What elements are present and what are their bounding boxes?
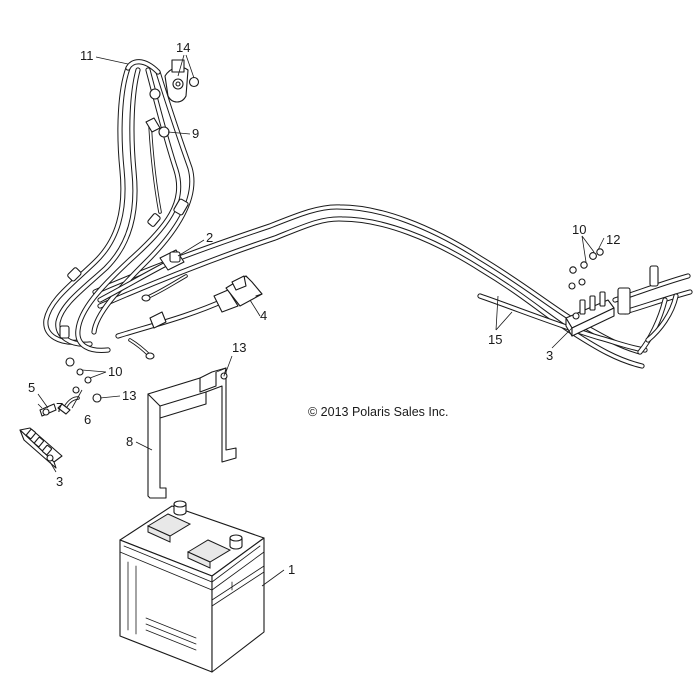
leader-3-left: [49, 461, 57, 473]
leader-2: [177, 239, 205, 257]
leader-4: [249, 299, 261, 317]
callout-3-left: 3: [56, 474, 63, 489]
callout-13-left: 13: [122, 388, 136, 403]
leader-10-left: [81, 369, 107, 379]
nut-9: [158, 126, 170, 138]
leader-6: [71, 389, 83, 409]
leader-14a: [177, 54, 185, 77]
battery-bracket-8: [147, 367, 237, 499]
connector-4: [115, 275, 263, 360]
fasteners-lower-left: [65, 357, 102, 403]
wire-9: [145, 117, 170, 214]
callout-10-right: 10: [572, 222, 586, 237]
callout-10-left: 10: [108, 364, 122, 379]
harness-connector-right: [617, 287, 631, 315]
leader-11: [95, 56, 129, 65]
harness-clips: [59, 198, 189, 339]
leader-7: [37, 403, 43, 409]
terminal-block-left: [19, 427, 63, 469]
nut-10b: [76, 368, 84, 376]
leader-12: [597, 237, 605, 251]
callout-13-bracket: 13: [232, 340, 246, 355]
copyright-notice: © 2013 Polaris Sales Inc.: [308, 405, 449, 419]
callout-1: 1: [288, 562, 295, 577]
leader-1: [261, 569, 285, 587]
nut-left-upper: [149, 88, 161, 100]
callout-2: 2: [206, 230, 213, 245]
callout-4: 4: [260, 308, 267, 323]
callout-9: 9: [192, 126, 199, 141]
harness-left-loop: [43, 59, 195, 353]
leader-8: [135, 441, 153, 451]
leader-13-bracket: [225, 355, 233, 373]
cable-harness-main: [92, 204, 648, 369]
nut-right-upper: [188, 76, 200, 88]
leader-15: [495, 295, 513, 331]
leader-13-left: [99, 395, 121, 399]
callout-7: 7: [56, 400, 63, 415]
callout-11: 11: [80, 48, 94, 63]
callout-labels: 11 14 9 2 4 10 13 5 6 7 3 13 8 1 15 3 10…: [28, 40, 620, 577]
leader-3-right: [551, 327, 573, 349]
callout-14: 14: [176, 40, 190, 55]
battery-1: [119, 500, 265, 673]
nut-10a: [65, 357, 75, 367]
upper-terminal-assembly: [149, 59, 200, 103]
leader-9: [167, 131, 191, 135]
leader-10-right: [581, 235, 595, 263]
callout-8: 8: [126, 434, 133, 449]
fuse-holder-2: [97, 249, 188, 303]
terminal-block-right: [565, 291, 615, 337]
nuts-right: [568, 248, 604, 290]
parts-5-6-7: [39, 396, 80, 417]
part-6-body: [57, 403, 71, 415]
nut-10c: [84, 376, 92, 384]
harness-right-end: [612, 265, 693, 355]
callout-6: 6: [84, 412, 91, 427]
leader-5: [37, 393, 49, 409]
bolt-13-left: [92, 393, 102, 403]
callout-5: 5: [28, 380, 35, 395]
leader-14b: [185, 54, 195, 79]
callout-12: 12: [606, 232, 620, 247]
callout-3-right: 3: [546, 348, 553, 363]
leader-lines: [37, 54, 605, 587]
callout-15: 15: [488, 332, 502, 347]
